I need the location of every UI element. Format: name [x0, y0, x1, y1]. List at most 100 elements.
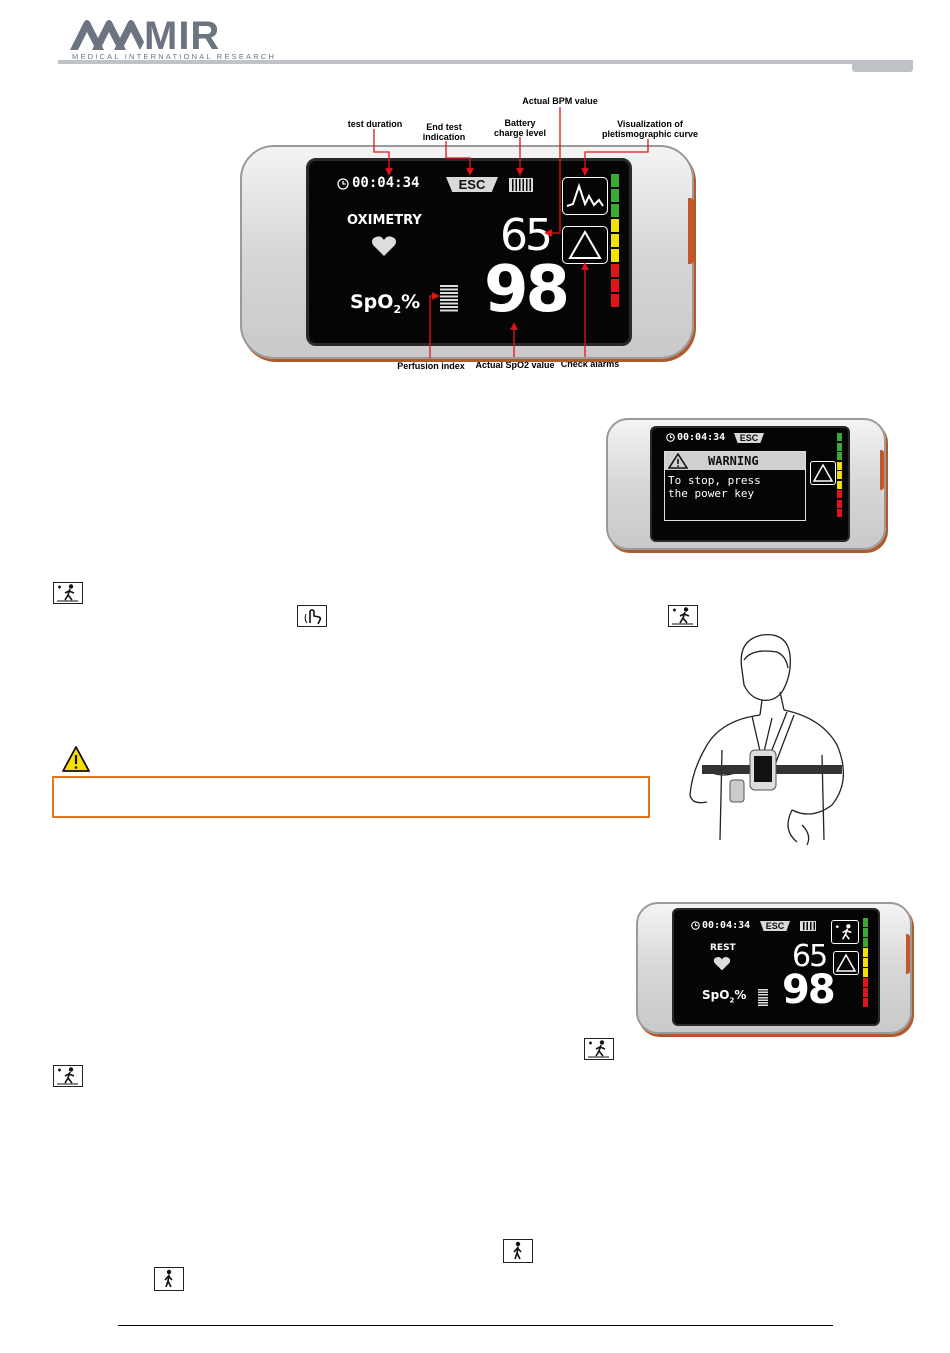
walking-person-icon: [584, 1038, 614, 1060]
level-seg-yellow: [863, 948, 868, 957]
level-seg-green: [837, 433, 842, 441]
callout-check-alarms: Check alarms: [560, 359, 620, 369]
test-duration-timer: 00:04:34: [677, 432, 726, 443]
callout-perfusion-index: Perfusion index: [397, 361, 465, 371]
level-seg-red: [611, 279, 619, 292]
level-seg-red: [611, 294, 619, 307]
mode-label: OXIMETRY: [347, 213, 422, 228]
level-bar-1: [611, 174, 619, 307]
level-seg-green: [837, 442, 842, 451]
heart-icon: [372, 236, 396, 256]
level-seg-green: [863, 928, 868, 937]
level-seg-red: [837, 509, 842, 517]
timer-icon: [691, 921, 700, 930]
plethysmograph-button[interactable]: [562, 177, 608, 215]
level-seg-red: [863, 988, 868, 997]
spo2-value: 98: [484, 253, 570, 327]
alarm-triangle-icon: [812, 463, 834, 482]
warning-message-line1: To stop, press: [668, 474, 761, 487]
warning-triangle-icon: [668, 453, 688, 469]
perfusion-index-bars: [758, 989, 768, 1006]
standing-person-icon: [154, 1267, 184, 1291]
logo-text: MIR: [144, 14, 221, 58]
timer-icon: [337, 178, 349, 190]
spo2-label-main: SpO: [350, 291, 394, 313]
footer-rule: [118, 1325, 833, 1326]
warning-dialog: WARNING To stop, press the power key: [664, 451, 806, 521]
level-seg-red: [863, 998, 868, 1007]
device-side-button: [688, 198, 694, 264]
header-tab: [852, 60, 913, 72]
warning-dialog-header: WARNING: [665, 452, 805, 470]
level-seg-green: [837, 452, 842, 460]
callout-actual-bpm: Actual BPM value: [522, 96, 598, 106]
test-duration-timer: 00:04:34: [702, 920, 751, 931]
callout-battery: Battery charge level: [493, 118, 547, 138]
level-seg-red: [837, 499, 842, 508]
level-seg-red: [863, 978, 868, 987]
level-seg-green: [863, 918, 868, 927]
finger-touch-icon: [297, 605, 327, 627]
spo2-label-unit: %: [734, 988, 747, 1002]
walking-person-icon: [668, 605, 698, 627]
callout-end-test: End test indication: [422, 122, 466, 142]
level-bar-3: [863, 918, 868, 1007]
level-seg-yellow: [863, 968, 868, 977]
check-alarms-button[interactable]: [810, 461, 836, 485]
logo-subtitle: MEDICAL INTERNATIONAL RESEARCH: [72, 52, 277, 61]
level-seg-yellow: [863, 958, 868, 967]
spo2-label-unit: %: [401, 291, 421, 313]
header-rule: [58, 60, 913, 64]
spo2-value: 98: [782, 967, 836, 1013]
mir-logo-mark: [70, 20, 144, 50]
battery-icon: [800, 921, 816, 931]
walking-person-icon: [835, 924, 852, 940]
alarm-triangle-icon: [568, 229, 602, 259]
battery-icon: [509, 178, 533, 192]
level-seg-yellow: [611, 249, 619, 262]
warning-message-line2: the power key: [668, 487, 755, 500]
callout-pleth-curve: Visualization of pletismographic curve: [601, 119, 699, 139]
activity-mode-button[interactable]: [831, 920, 859, 944]
alarm-triangle-icon: [835, 953, 857, 972]
standing-person-icon: [503, 1239, 533, 1263]
level-seg-green: [863, 938, 868, 947]
heart-icon: [713, 956, 731, 971]
level-seg-yellow: [611, 234, 619, 247]
callout-actual-spo2: Actual SpO2 value: [475, 360, 555, 370]
level-seg-yellow: [611, 219, 619, 232]
level-seg-green: [611, 189, 619, 202]
spo2-label-sub: 2: [729, 996, 735, 1005]
device-side-button-2: [880, 450, 884, 490]
esc-indicator: ESC: [446, 177, 498, 192]
warning-title: WARNING: [708, 454, 759, 468]
level-seg-yellow: [837, 471, 842, 479]
walking-person-icon: [53, 582, 83, 604]
level-seg-red: [611, 264, 619, 277]
walking-person-icon: [53, 1065, 83, 1087]
person-wearing-device-illustration: [689, 634, 845, 846]
warning-notice-box: [52, 776, 650, 818]
esc-indicator: ESC: [734, 433, 764, 443]
esc-indicator: ESC: [760, 921, 790, 931]
level-seg-green: [611, 204, 619, 217]
plethysmograph-icon: [566, 182, 604, 207]
level-seg-green: [611, 174, 619, 187]
callout-test-duration: test duration: [347, 119, 403, 129]
warning-triangle-icon: [62, 746, 90, 772]
spo2-label: SpO2%: [350, 291, 420, 316]
spo2-label: SpO2%: [702, 988, 746, 1004]
level-bar-2: [837, 433, 842, 517]
level-seg-yellow: [837, 480, 842, 489]
check-alarms-button[interactable]: [562, 226, 608, 264]
check-alarms-button[interactable]: [833, 951, 859, 975]
timer-icon: [666, 433, 675, 442]
spo2-label-sub: 2: [393, 302, 402, 316]
mode-label: REST: [710, 943, 736, 953]
bpm-value: 65: [792, 939, 828, 974]
bpm-value: 65: [500, 210, 553, 261]
spo2-label-main: SpO: [702, 988, 730, 1002]
test-duration-timer: 00:04:34: [352, 175, 420, 191]
device-side-button-3: [906, 934, 910, 974]
level-seg-yellow: [837, 461, 842, 470]
